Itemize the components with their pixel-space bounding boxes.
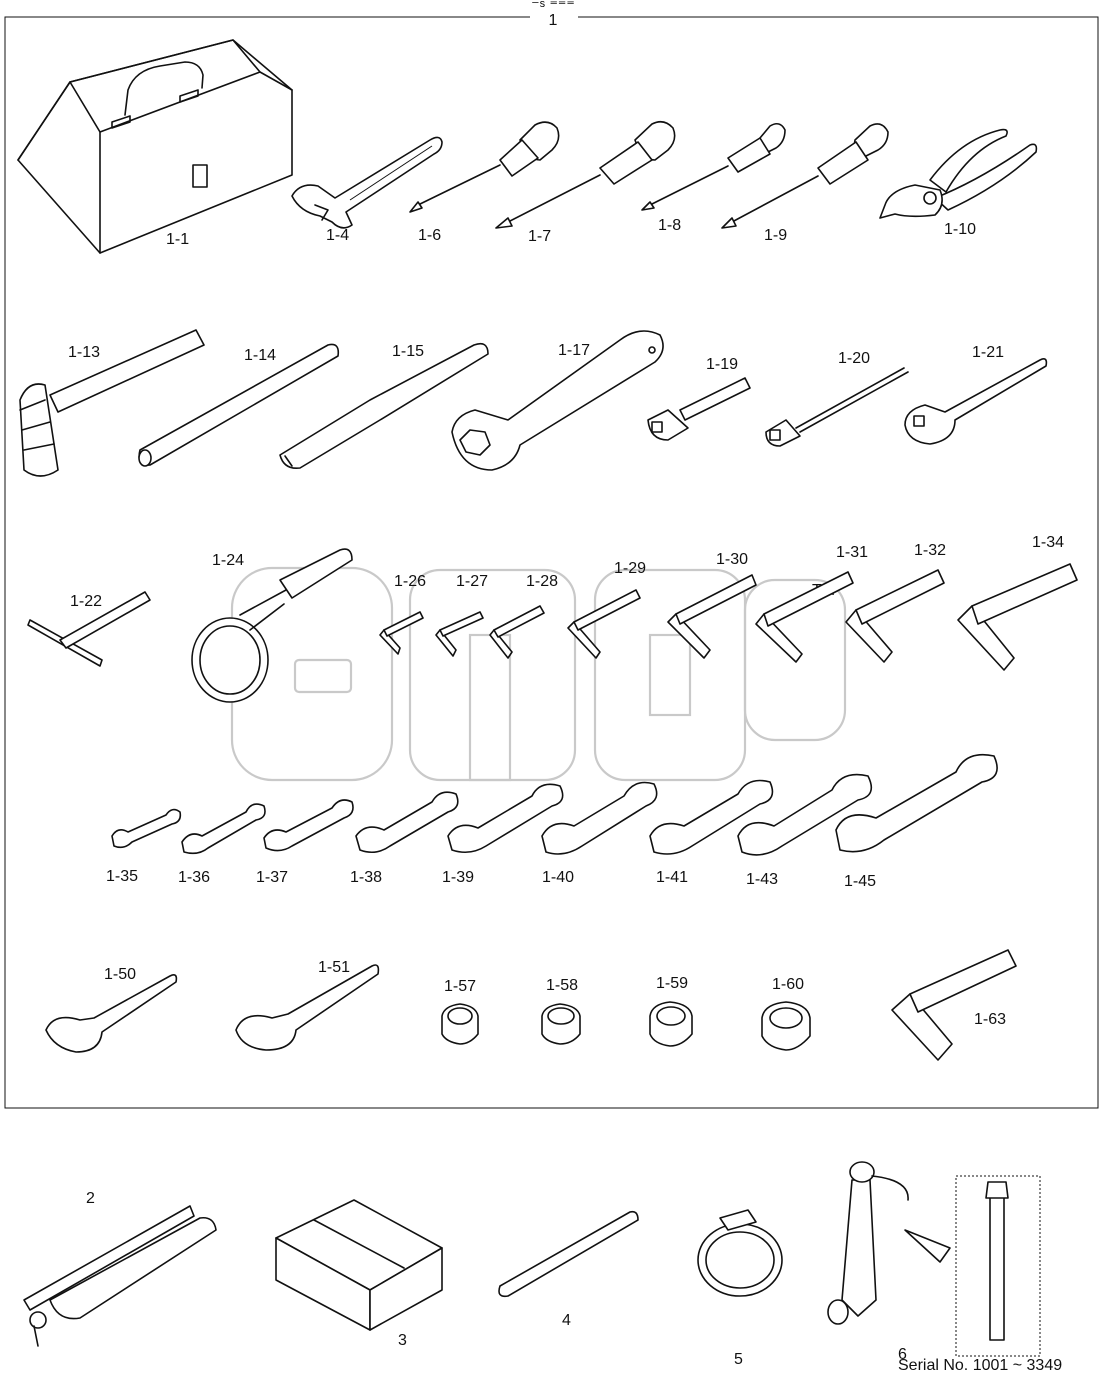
part-label-1-26: 1-26 (394, 573, 426, 590)
part-1-51-single-wrench-icon (235, 964, 380, 1051)
watermark-logo: TM (230, 566, 847, 782)
part-1-63-hex-key-icon (891, 949, 1017, 1061)
part-label-1-43: 1-43 (746, 871, 778, 888)
part-1-32-hex-key-icon (845, 569, 945, 663)
part-1-41-open-end-wrench-icon (649, 779, 774, 855)
part-1-50-single-wrench-icon (45, 974, 178, 1053)
part-2-grease-gun-icon (23, 1205, 217, 1347)
part-1-17-box-wrench-icon (451, 330, 664, 471)
group-header-mark: ⁻ˢ ⁼⁼⁼ (531, 0, 575, 15)
part-1-59-socket-icon (649, 1001, 693, 1047)
part-label-1-59: 1-59 (656, 975, 688, 992)
part-1-27-hex-key-icon (435, 611, 484, 657)
part-label-1-28: 1-28 (526, 573, 558, 590)
part-label-1-14: 1-14 (244, 347, 276, 364)
part-label-1-39: 1-39 (442, 869, 474, 886)
part-label-1-31: 1-31 (836, 544, 868, 561)
part-label-1-21: 1-21 (972, 344, 1004, 361)
part-1-20-socket-extension-icon (765, 367, 909, 447)
part-1-43-open-end-wrench-icon (737, 773, 873, 856)
part-1-9-screwdriver-icon (721, 123, 889, 229)
part-label-4: 4 (562, 1312, 571, 1329)
part-3-box-icon (275, 1199, 443, 1331)
part-label-1-32: 1-32 (914, 542, 946, 559)
part-label-1-4: 1-4 (326, 227, 349, 244)
part-1-4-adjustable-wrench-icon (291, 136, 443, 229)
part-1-45-open-end-wrench-icon (835, 753, 998, 853)
part-4-rod-icon (498, 1210, 639, 1298)
part-label-1-10: 1-10 (944, 221, 976, 238)
part-label-1-20: 1-20 (838, 350, 870, 367)
group-label: 1 (549, 12, 558, 29)
part-label-3: 3 (398, 1332, 407, 1349)
part-label-1-15: 1-15 (392, 343, 424, 360)
part-label-1-50: 1-50 (104, 966, 136, 983)
part-label-1-8: 1-8 (658, 217, 681, 234)
part-1-8-screwdriver-icon (641, 122, 786, 211)
part-1-28-hex-key-icon (489, 605, 545, 659)
part-1-13-hammer-icon (19, 329, 205, 477)
serial-note: Serial No. 1001 ~ 3349 (898, 1357, 1062, 1374)
part-label-1-45: 1-45 (844, 873, 876, 890)
part-label-1-57: 1-57 (444, 978, 476, 995)
part-label-1-60: 1-60 (772, 976, 804, 993)
part-1-1-toolbox-icon (17, 39, 293, 254)
part-label-6: 6 (898, 1346, 907, 1363)
part-label-1-9: 1-9 (764, 227, 787, 244)
part-1-34-hex-key-icon (957, 563, 1078, 671)
part-label-1-58: 1-58 (546, 977, 578, 994)
part-1-58-socket-icon (541, 1003, 581, 1045)
part-label-1-27: 1-27 (456, 573, 488, 590)
part-label-1-63: 1-63 (974, 1011, 1006, 1028)
part-1-24-filter-wrench-icon (191, 548, 353, 703)
part-1-57-socket-icon (441, 1003, 479, 1045)
part-1-15-pry-bar-icon (279, 342, 489, 470)
part-label-1-30: 1-30 (716, 551, 748, 568)
part-label-1-38: 1-38 (350, 869, 382, 886)
part-1-35-open-end-wrench-icon (111, 808, 182, 849)
part-label-1-29: 1-29 (614, 560, 646, 577)
part-label-1-1: 1-1 (166, 231, 189, 248)
part-label-1-51: 1-51 (318, 959, 350, 976)
part-1-31-hex-key-icon (755, 571, 854, 663)
part-label-1-41: 1-41 (656, 869, 688, 886)
part-label-1-22: 1-22 (70, 593, 102, 610)
part-1-38-open-end-wrench-icon (355, 791, 459, 854)
group-1-frame: ⁻ˢ ⁼⁼⁼ 1 (4, 0, 1099, 1109)
part-1-22-t-handle-icon (27, 591, 151, 667)
part-1-26-hex-key-icon (379, 611, 424, 655)
part-label-1-40: 1-40 (542, 869, 574, 886)
part-1-21-ratchet-handle-icon (904, 358, 1048, 445)
part-5-hose-clamp-icon (697, 1209, 783, 1297)
part-label-1-17: 1-17 (558, 342, 590, 359)
part-label-1-6: 1-6 (418, 227, 441, 244)
part-1-10-pliers-icon (879, 128, 1038, 219)
part-label-2: 2 (86, 1190, 95, 1207)
part-label-1-24: 1-24 (212, 552, 244, 569)
part-1-19-socket-extension-icon (647, 377, 751, 441)
part-6-hose-assembly-icon (827, 1161, 1041, 1357)
part-label-1-19: 1-19 (706, 356, 738, 373)
part-label-5: 5 (734, 1351, 743, 1368)
part-1-6-screwdriver-icon (409, 121, 560, 213)
part-1-29-hex-key-icon (567, 589, 641, 659)
part-1-14-bar-icon (138, 343, 340, 467)
part-1-7-screwdriver-icon (495, 120, 676, 229)
part-1-40-open-end-wrench-icon (541, 781, 658, 855)
part-label-1-36: 1-36 (178, 869, 210, 886)
part-label-1-7: 1-7 (528, 228, 551, 245)
part-1-37-open-end-wrench-icon (263, 799, 354, 852)
part-1-60-socket-icon (761, 1001, 811, 1051)
part-label-1-34: 1-34 (1032, 534, 1064, 551)
part-1-30-hex-key-icon (667, 574, 757, 659)
part-1-36-open-end-wrench-icon (181, 803, 266, 855)
part-label-1-35: 1-35 (106, 868, 138, 885)
part-1-39-open-end-wrench-icon (447, 783, 564, 854)
part-label-1-37: 1-37 (256, 869, 288, 886)
part-label-1-13: 1-13 (68, 344, 100, 361)
